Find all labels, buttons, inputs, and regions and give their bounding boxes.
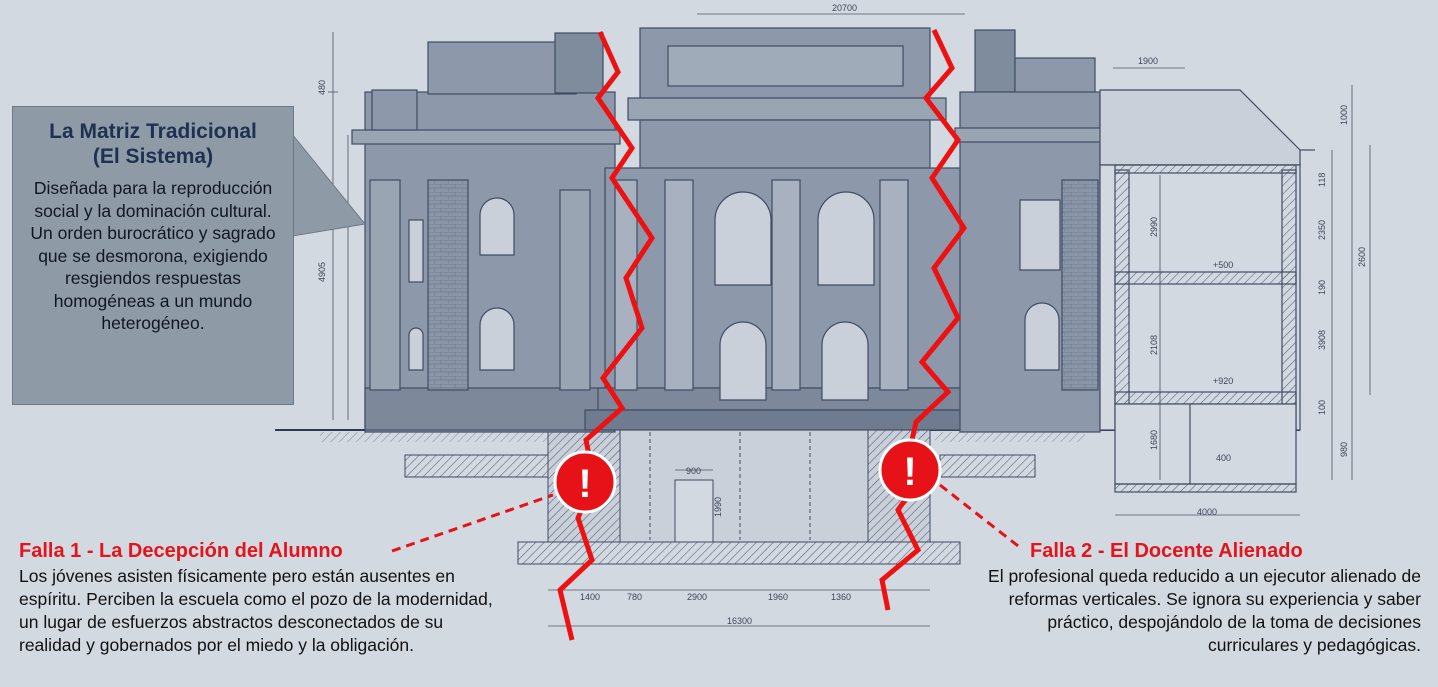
fault-1-block: Falla 1 - La Decepción del Alumno Los jó… xyxy=(19,539,509,657)
fault-2-block: Falla 2 - El Docente Alienado El profesi… xyxy=(985,539,1421,657)
dimension-labels: 20700 1900 480 4905 1000 118 2990 2350 2… xyxy=(317,3,1367,626)
fault-1-title: Falla 1 - La Decepción del Alumno xyxy=(19,540,343,562)
dim-bottom-3: 2900 xyxy=(687,592,707,602)
warning-icon-right: ! xyxy=(903,450,916,494)
fault-2-title: Falla 2 - El Docente Alienado xyxy=(1030,540,1303,562)
left-wing xyxy=(351,32,621,433)
dim-left-main: 4905 xyxy=(317,262,327,282)
dim-section-10: 100 xyxy=(1317,400,1327,415)
system-title-line1: La Matriz Tradicional xyxy=(49,120,257,143)
dim-section-9: 1680 xyxy=(1149,430,1159,450)
dim-section-11: 980 xyxy=(1339,442,1349,457)
dim-door-width: 900 xyxy=(686,466,701,476)
dim-section-width: 4000 xyxy=(1197,507,1217,517)
dim-right-width: 1900 xyxy=(1138,56,1158,66)
section-drawing xyxy=(1099,89,1315,493)
dim-bottom-1: 1400 xyxy=(580,592,600,602)
level-1: +500 xyxy=(1213,260,1233,270)
warning-badge-left: ! xyxy=(553,450,617,514)
dim-bottom-5: 1360 xyxy=(831,592,851,602)
dim-section-3: 2990 xyxy=(1149,217,1159,237)
level-2: +920 xyxy=(1213,376,1233,386)
callout-tail xyxy=(293,134,366,237)
dim-door-height: 1990 xyxy=(713,497,723,517)
dim-section-1: 1000 xyxy=(1339,105,1349,125)
fault-1-description: Los jóvenes asisten físicamente pero est… xyxy=(19,566,493,655)
central-block xyxy=(584,27,1014,431)
system-description: Diseñada para la reproducción social y l… xyxy=(30,178,276,333)
dimension-lines xyxy=(328,13,1371,627)
system-title: La Matriz Tradicional (El Sistema) xyxy=(29,119,277,169)
dim-bottom-4: 1960 xyxy=(768,592,788,602)
dim-section-5: 2600 xyxy=(1357,247,1367,267)
leader-lines xyxy=(391,483,1023,553)
warning-icon-left: ! xyxy=(578,462,591,506)
system-title-line2: (El Sistema) xyxy=(92,145,214,168)
dim-section-2: 118 xyxy=(1317,173,1327,187)
cracks xyxy=(557,28,968,641)
fault-2-description: El profesional queda reducido a un ejecu… xyxy=(988,566,1421,655)
crack-left xyxy=(557,30,655,641)
warning-badge-right: ! xyxy=(878,438,942,502)
system-callout: La Matriz Tradicional (El Sistema) Diseñ… xyxy=(12,106,294,405)
level-3: 400 xyxy=(1216,453,1231,463)
dim-section-8: 3908 xyxy=(1317,330,1327,350)
dim-section-6: 190 xyxy=(1317,280,1327,295)
dim-left-top: 480 xyxy=(317,80,327,95)
crack-right xyxy=(879,28,968,611)
dim-bottom-2: 780 xyxy=(627,592,642,602)
right-wing xyxy=(954,29,1106,433)
dim-section-7: 2108 xyxy=(1149,335,1159,355)
dim-top-width: 20700 xyxy=(832,3,857,13)
dim-section-4: 2350 xyxy=(1317,220,1327,240)
dim-bottom-total: 16300 xyxy=(727,616,752,626)
